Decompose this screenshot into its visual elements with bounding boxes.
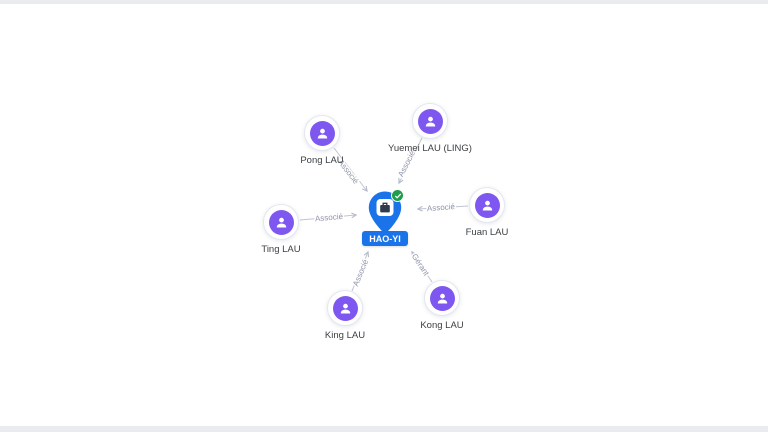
person-avatar bbox=[469, 187, 505, 223]
person-node-fuan-lau[interactable]: Fuan LAU bbox=[427, 187, 547, 238]
person-label: Fuan LAU bbox=[465, 227, 509, 238]
person-icon bbox=[309, 120, 335, 146]
edge-label-ting: Associé bbox=[315, 212, 344, 223]
top-strip bbox=[0, 0, 768, 4]
verified-check-icon bbox=[391, 189, 404, 202]
edge-label-fuan: Associé bbox=[427, 202, 456, 213]
person-icon bbox=[332, 295, 358, 321]
edge-line-kong bbox=[411, 250, 433, 283]
person-icon bbox=[417, 108, 443, 134]
person-avatar bbox=[424, 280, 460, 316]
person-label: Pong LAU bbox=[300, 155, 344, 166]
edge-line-pong bbox=[333, 147, 368, 193]
person-icon bbox=[474, 192, 500, 218]
person-node-kong-lau[interactable]: Kong LAU bbox=[382, 280, 502, 331]
person-label: Yuemei LAU (LING) bbox=[388, 143, 472, 154]
edge-line-fuan bbox=[416, 205, 469, 212]
bottom-strip bbox=[0, 426, 768, 432]
edge-line-ting bbox=[299, 212, 358, 221]
person-avatar bbox=[412, 103, 448, 139]
person-avatar bbox=[263, 204, 299, 240]
person-node-pong-lau[interactable]: Pong LAU bbox=[262, 115, 382, 166]
person-label: Kong LAU bbox=[420, 320, 464, 331]
person-avatar bbox=[327, 290, 363, 326]
person-icon bbox=[429, 285, 455, 311]
map-pin-icon bbox=[368, 191, 402, 234]
company-node-hao-yi[interactable]: HAO-YI bbox=[325, 189, 445, 246]
person-node-king-lau[interactable]: King LAU bbox=[285, 290, 405, 341]
person-node-yuemei-lau[interactable]: Yuemei LAU (LING) bbox=[370, 103, 490, 154]
edge-line-king bbox=[351, 250, 370, 292]
edge-label-king: Associé bbox=[351, 258, 370, 288]
person-avatar bbox=[304, 115, 340, 151]
edge-line-yuemei bbox=[398, 137, 423, 185]
edge-label-kong: Gérant bbox=[410, 252, 431, 278]
person-label: King LAU bbox=[324, 330, 366, 341]
person-node-ting-lau[interactable]: Ting LAU bbox=[221, 204, 341, 255]
person-label: Ting LAU bbox=[261, 244, 301, 255]
company-pin bbox=[365, 189, 405, 236]
person-icon bbox=[268, 209, 294, 235]
company-label: HAO-YI bbox=[362, 231, 408, 246]
